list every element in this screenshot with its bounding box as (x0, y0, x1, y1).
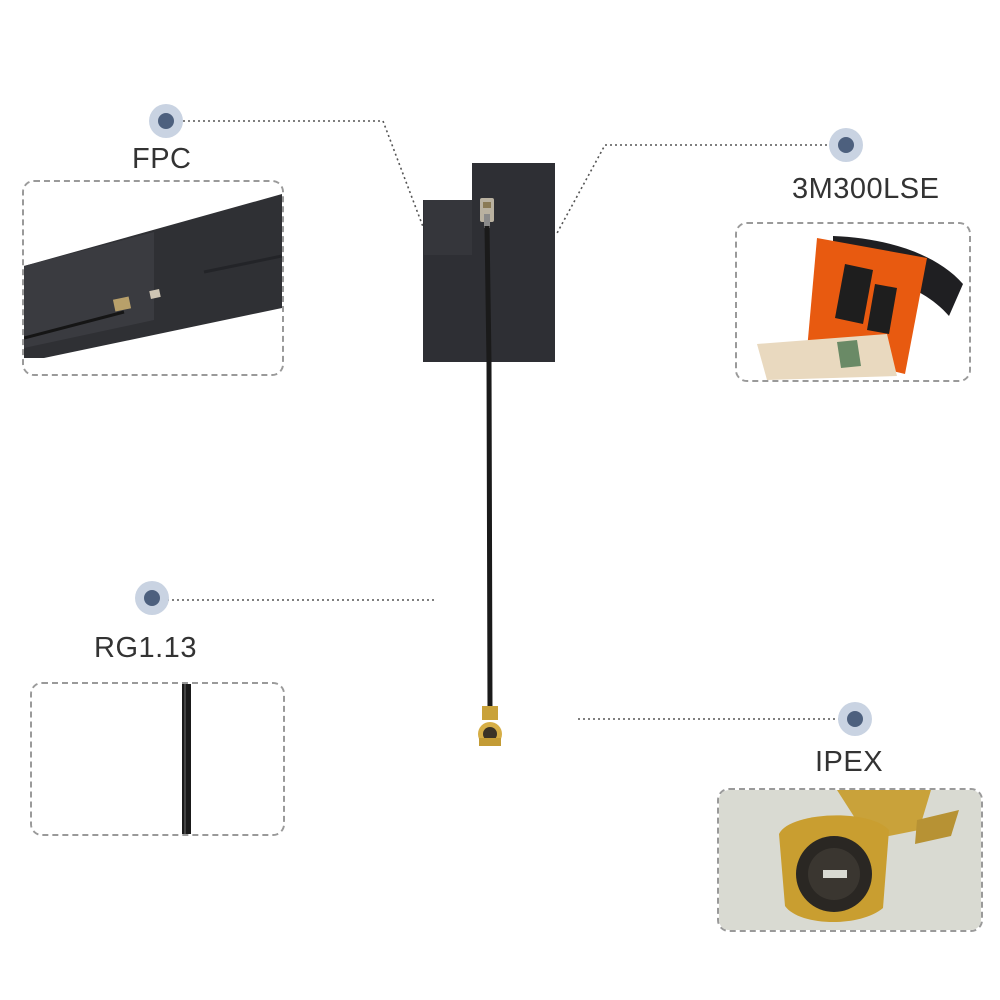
inset-connector-closeup (717, 788, 983, 932)
leader-line-fpc (168, 120, 426, 233)
ipex-connector-drawing (478, 706, 502, 746)
marker-fpc (149, 104, 183, 138)
top-solder-pad (480, 198, 494, 228)
leader-line-adhesive (555, 144, 832, 236)
label-fpc: FPC (132, 143, 192, 175)
label-cable: RG1.13 (94, 632, 197, 664)
inset-cable-closeup (30, 682, 285, 836)
label-connector: IPEX (815, 746, 884, 778)
adhesive-closeup-image (737, 224, 969, 380)
coax-cable (484, 225, 493, 711)
marker-cable (135, 581, 169, 615)
marker-adhesive (829, 128, 863, 162)
cable-closeup-image (32, 684, 283, 834)
label-adhesive: 3M300LSE (792, 173, 940, 205)
inset-fpc-closeup (22, 180, 284, 376)
fpc-closeup-image (24, 182, 282, 374)
connector-closeup-image (719, 790, 981, 930)
marker-connector (838, 702, 872, 736)
inset-adhesive-closeup (735, 222, 971, 382)
